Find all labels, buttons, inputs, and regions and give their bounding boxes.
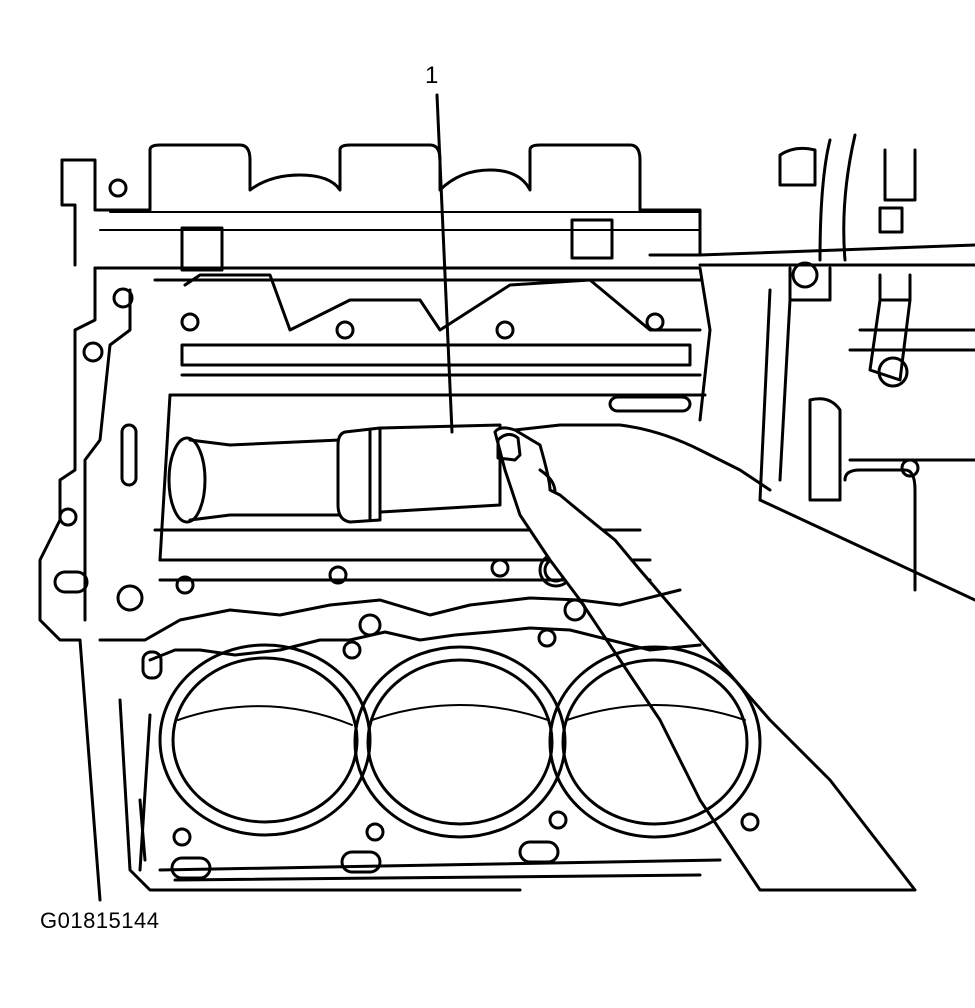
upper-block-rail: [60, 143, 702, 272]
right-block-side: [698, 133, 975, 602]
cylinder-bore-1: [158, 643, 372, 837]
cylinder-bore-3: [548, 645, 762, 839]
figure-code: G01815144: [40, 908, 160, 933]
callout-leader-line: [435, 93, 454, 434]
crankcase-frame: [38, 266, 712, 902]
sleeve-tool: [336, 423, 502, 524]
callout-number: 1: [425, 62, 439, 89]
cylinder-deck: [98, 588, 762, 892]
cylinder-bore-2: [353, 645, 567, 839]
crank-bore: [167, 436, 347, 524]
